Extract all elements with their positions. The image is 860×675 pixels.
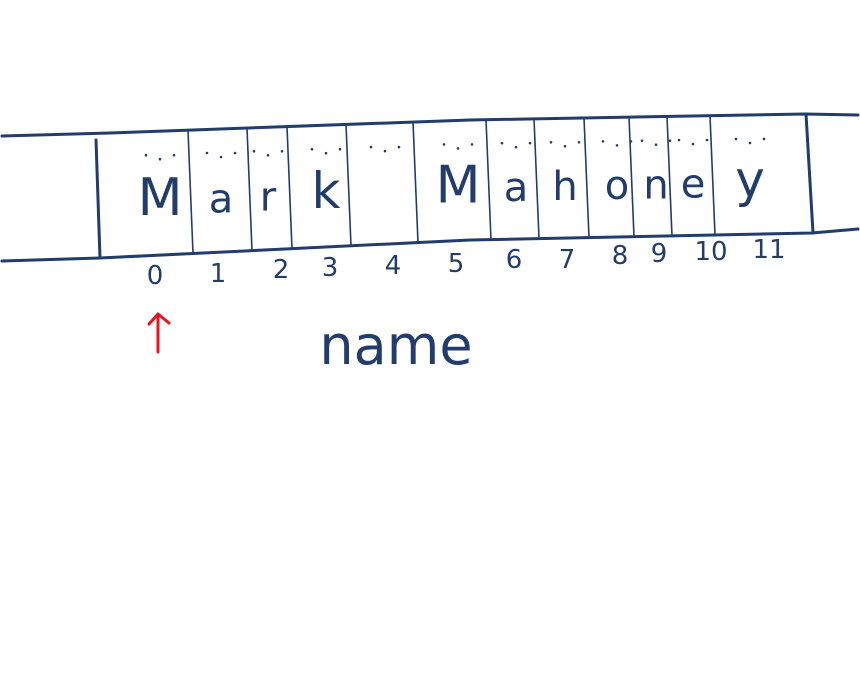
array-cell-char: k: [312, 162, 341, 220]
cell-dot: [691, 142, 695, 146]
cell-dot: [338, 147, 342, 151]
cell-dot: [563, 144, 567, 148]
array-strip-bottom-edge: [0, 227, 860, 263]
index-label: 6: [506, 245, 523, 275]
pointer-arrow-icon: [147, 312, 171, 354]
array-cell-char: a: [209, 177, 234, 223]
cell-dot: [705, 138, 709, 142]
cell-dot: [528, 141, 532, 145]
cell-divider: [485, 118, 492, 241]
index-label: 10: [694, 237, 727, 267]
array-cell-char: M: [436, 156, 481, 216]
cell-dot: [219, 155, 223, 159]
array-cell-char: M: [138, 168, 183, 228]
cell-dot: [577, 140, 581, 144]
cell-dot: [500, 141, 504, 145]
array-cell-char: e: [681, 162, 706, 208]
cell-dot: [383, 149, 387, 153]
array-cell-char: y: [735, 151, 765, 209]
cell-dot: [514, 145, 518, 149]
cell-dot: [172, 153, 176, 157]
array-cell-char: h: [552, 164, 577, 210]
cell-dot: [233, 151, 237, 155]
cell-dot: [654, 143, 658, 146]
cell-dot: [144, 153, 148, 157]
cell-dot: [734, 137, 738, 141]
variable-name-label: name: [319, 314, 472, 377]
cell-dot: [748, 141, 752, 145]
cell-divider: [628, 116, 635, 238]
cell-divider: [286, 125, 293, 250]
cell-dot: [601, 140, 605, 143]
cell-dot: [442, 143, 446, 146]
cell-dot: [397, 145, 401, 149]
cell-divider: [345, 123, 352, 247]
index-label: 0: [147, 261, 164, 291]
cell-dot: [205, 151, 209, 155]
index-label: 8: [612, 241, 629, 271]
cell-divider: [533, 118, 540, 240]
cell-dot: [324, 151, 328, 155]
array-strip-top-edge: [0, 112, 860, 138]
cell-divider: [187, 129, 194, 255]
cell-divider: [246, 127, 253, 252]
index-label: 9: [651, 239, 668, 269]
cell-dot-marks: [144, 137, 766, 161]
cell-dot: [668, 139, 672, 142]
cell-dot: [158, 157, 162, 161]
index-label: 3: [322, 253, 339, 283]
array-box-left-edge: [94, 138, 102, 260]
cell-dot: [762, 137, 766, 141]
cell-dot: [629, 140, 633, 143]
cell-divider: [709, 114, 716, 236]
cell-dot: [369, 145, 373, 149]
cell-divider: [666, 115, 673, 237]
array-cell-char: r: [260, 175, 277, 221]
index-label: 11: [752, 235, 785, 265]
cell-dot: [615, 144, 619, 147]
index-label: 4: [385, 251, 402, 281]
index-label: 1: [210, 259, 227, 289]
array-cell-char: a: [504, 165, 529, 211]
cell-dot: [266, 153, 270, 157]
index-label: 2: [273, 255, 290, 285]
cell-dot: [640, 139, 644, 142]
cell-divider: [583, 117, 590, 239]
cell-dot: [252, 149, 256, 153]
index-label: 7: [559, 245, 576, 275]
cell-dot: [549, 140, 553, 144]
cell-dot: [470, 143, 474, 146]
cell-dot: [280, 149, 284, 153]
cell-dot: [456, 147, 460, 150]
array-cell-char: o: [605, 163, 629, 209]
array-cell-char: n: [643, 162, 668, 208]
cell-dividers: [187, 114, 716, 255]
index-label: 5: [448, 249, 465, 279]
cell-dot: [677, 138, 681, 142]
array-box-right-edge: [804, 112, 815, 235]
cell-divider: [412, 121, 419, 244]
cell-dot: [310, 147, 314, 151]
